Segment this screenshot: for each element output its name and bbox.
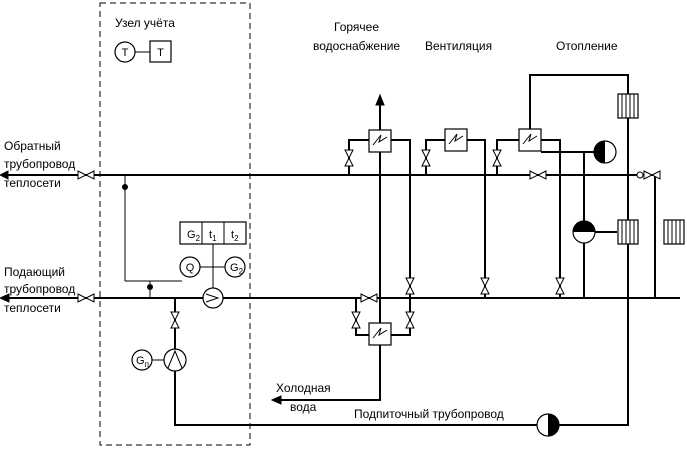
valve-heat-return (492, 149, 502, 167)
heating-circulation-pump-fill (594, 141, 605, 163)
supply-label-line3: теплосети (4, 301, 61, 315)
valve-hx-lower-left (351, 311, 361, 329)
valves (77, 149, 661, 329)
temperature-recorder-box (149, 40, 172, 63)
register-t1: t1 (209, 229, 217, 243)
labels: Узел учёта Горячее водоснабжение Вентиля… (4, 16, 618, 421)
ventilation-label: Вентиляция (425, 39, 492, 53)
metering-instruments: T T G2 t1 t2 Q G2 (114, 40, 247, 309)
temperature-recorder-label: T (157, 47, 164, 59)
hot-water-circuit (348, 93, 411, 346)
valve-heating-return (529, 170, 547, 180)
radiator-2 (617, 219, 639, 245)
valve-return-inlet (77, 170, 95, 180)
return-label-line3: теплосети (4, 176, 61, 190)
valve-vent-supply (480, 277, 490, 295)
register-t2: t2 (231, 229, 239, 243)
temperature-sensor-label: T (122, 47, 129, 59)
valve-vent-return (421, 149, 431, 167)
heating-label: Отопление (556, 39, 618, 53)
metering-unit-label: Узел учёта (115, 16, 175, 30)
makeup-line: Gп (131, 298, 629, 437)
valve-hw-supply (405, 277, 415, 295)
flowmeter-g2-circle (224, 256, 246, 278)
return-label-line1: Обратный (4, 139, 61, 153)
valve-makeup (170, 311, 180, 329)
ventilation-circuit (425, 128, 486, 298)
supply-tap-point (147, 284, 153, 290)
return-pipeline (0, 170, 657, 180)
heating-circuit (496, 74, 656, 298)
valve-junction (643, 170, 661, 180)
return-label-line2: трубопровод (4, 157, 75, 171)
heat-calculator-circle (179, 256, 201, 278)
cold-water-arrow (270, 395, 282, 405)
valve-hw-return (344, 149, 354, 167)
valve-supply-outlet (77, 293, 95, 303)
makeup-flow-sensor-label: Gп (136, 355, 149, 369)
return-inlet-arrow (0, 170, 9, 180)
cold-water-line (270, 340, 381, 405)
makeup-pump-fill (548, 414, 559, 436)
supply-outlet-arrow (0, 293, 10, 303)
register-g2: G2 (187, 229, 201, 243)
radiators (617, 93, 685, 245)
hot-water-label-line1: Горячее (334, 20, 379, 34)
supply-label-line1: Подающий (4, 265, 65, 279)
mixing-pump-fill (573, 221, 595, 232)
supply-flowmeter (202, 287, 224, 309)
radiator-1 (617, 93, 639, 119)
supply-pipeline (0, 293, 680, 303)
valve-hx-lower-right (405, 311, 415, 329)
cold-water-label-line2: вода (290, 400, 317, 414)
supply-label-line2: трубопровод (4, 282, 75, 296)
hot-water-arrow (375, 93, 385, 106)
return-tap-point (122, 184, 128, 190)
metering-unit-boundary (99, 2, 251, 446)
valve-supply-hw (360, 293, 378, 303)
makeup-line-label: Подпиточный трубопровод (354, 407, 504, 421)
hot-water-label-line2: водоснабжение (313, 39, 400, 53)
radiator-3 (663, 219, 685, 245)
flowmeter-g2-label: G2 (230, 262, 244, 276)
heating-junction (636, 171, 644, 179)
valve-heat-supply (555, 277, 565, 295)
cold-water-label-line1: Холодная (276, 381, 331, 395)
heat-calculator-label: Q (186, 262, 195, 274)
